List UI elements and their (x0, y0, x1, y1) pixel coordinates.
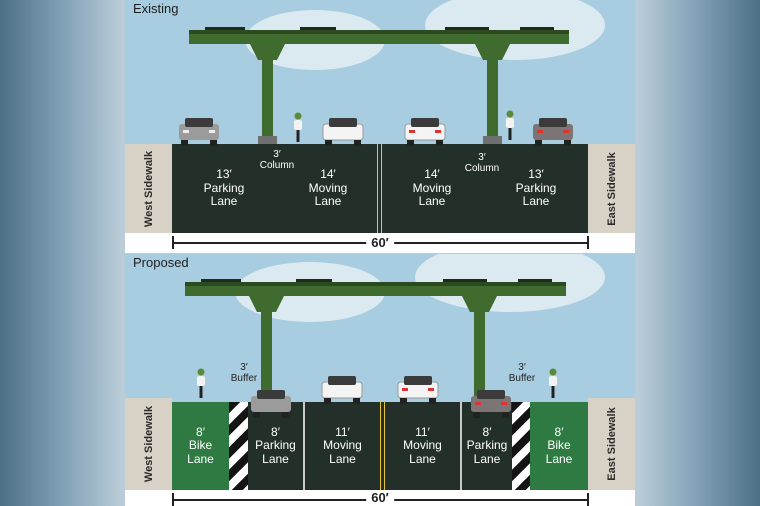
buffer-note-west: 3′ Buffer (222, 362, 266, 384)
total-width-label: 60′ (366, 235, 394, 250)
east-sidewalk-label: East Sidewalk (605, 151, 618, 226)
total-width-label: 60′ (366, 490, 394, 505)
dimension-tick (172, 236, 174, 249)
dimension-tick (172, 493, 174, 506)
parked-car-icon (249, 388, 293, 423)
bike-lane-east: 8′ Bike Lane (530, 402, 588, 490)
column-width: 3′ (478, 152, 486, 163)
double-yellow-centerline (380, 402, 385, 490)
buffer-note-east: 3′ Buffer (500, 362, 544, 384)
lane-width: 11′ (415, 424, 430, 439)
lane-label: Parking Lane (515, 180, 557, 209)
lane-width: 14′ (424, 167, 440, 182)
proposed-title: Proposed (133, 255, 189, 270)
column-note-east: 3′ Column (457, 152, 507, 174)
parked-car-icon (469, 388, 513, 423)
cyclist-icon (502, 110, 518, 145)
lane-label: Moving Lane (403, 438, 442, 466)
proposed-section: Proposed 3′ Buffer 3′ Buffer West S (125, 254, 635, 506)
lane-width: 8′ (196, 424, 205, 439)
lane-divider (460, 402, 462, 490)
existing-roadway: 13′ Parking Lane 14′ Moving Lane 14′ Mov… (172, 144, 588, 233)
east-sidewalk: East Sidewalk (588, 144, 635, 233)
moving-car-icon (320, 374, 364, 409)
parked-car-icon (531, 116, 575, 151)
cyclist-icon (545, 368, 561, 403)
lane-label: Moving Lane (308, 180, 348, 209)
lane-label: Parking Lane (203, 180, 245, 209)
parking-lane-east: 13′ Parking Lane (484, 144, 588, 233)
west-sidewalk: West Sidewalk (125, 398, 172, 490)
moving-car-icon (403, 116, 447, 151)
moving-lane-east: 11′ Moving Lane (385, 402, 460, 490)
moving-lane-west: 14′ Moving Lane (276, 144, 380, 233)
lane-label: Moving Lane (412, 180, 452, 209)
lane-label: Bike Lane (545, 438, 573, 466)
lane-width: 14′ (320, 167, 336, 182)
cyclist-icon (193, 368, 209, 403)
buffer-stripe-west (229, 402, 248, 490)
lane-width: 8′ (271, 424, 280, 439)
column-width: 3′ (273, 149, 281, 160)
existing-title: Existing (133, 1, 179, 16)
west-sidewalk-label: West Sidewalk (142, 150, 155, 227)
elevated-structure (185, 279, 566, 398)
west-sidewalk-label: West Sidewalk (142, 405, 155, 483)
moving-lane-west: 11′ Moving Lane (305, 402, 380, 490)
lane-width: 8′ (482, 424, 492, 439)
moving-car-icon (321, 116, 365, 151)
existing-dimension-bar: 60′ (125, 233, 635, 253)
buffer-stripe-east (512, 402, 530, 490)
proposed-roadway: 8′ Bike Lane 8′ Parking Lane 11′ Moving … (172, 402, 588, 490)
parking-lane-west: 13′ Parking Lane (172, 144, 276, 233)
lane-width: 13′ (528, 167, 544, 182)
dimension-tick (587, 493, 589, 506)
west-sidewalk: West Sidewalk (125, 144, 172, 233)
column-note-west: 3′ Column (252, 149, 302, 171)
double-yellow-centerline (377, 144, 382, 233)
lane-label: Parking Lane (255, 438, 296, 466)
parked-car-icon (177, 116, 221, 151)
moving-lane-east: 14′ Moving Lane (380, 144, 484, 233)
east-sidewalk: East Sidewalk (588, 398, 635, 490)
moving-car-icon (396, 374, 440, 409)
lane-label: Parking Lane (466, 438, 508, 466)
lane-label: Bike Lane (187, 438, 214, 466)
dimension-tick (587, 236, 589, 249)
lane-width: 13′ (216, 167, 232, 182)
proposed-dimension-bar: 60′ (125, 490, 635, 506)
lane-width: 8′ (554, 424, 564, 439)
bike-lane-west: 8′ Bike Lane (172, 402, 229, 490)
lane-label: Moving Lane (323, 438, 362, 466)
buffer-label: Buffer (508, 373, 536, 384)
column-label: Column (464, 163, 500, 174)
cyclist-icon (290, 112, 306, 147)
lane-width: 11′ (335, 424, 350, 439)
buffer-label: Buffer (230, 373, 258, 384)
buffer-width: 3′ (240, 362, 248, 373)
elevated-structure (189, 27, 569, 144)
east-sidewalk-label: East Sidewalk (605, 407, 618, 481)
lane-divider (303, 402, 305, 490)
column-label: Column (259, 160, 295, 171)
existing-section: Existing West Sidewalk East Sidewalk (125, 0, 635, 253)
buffer-width: 3′ (518, 362, 526, 373)
